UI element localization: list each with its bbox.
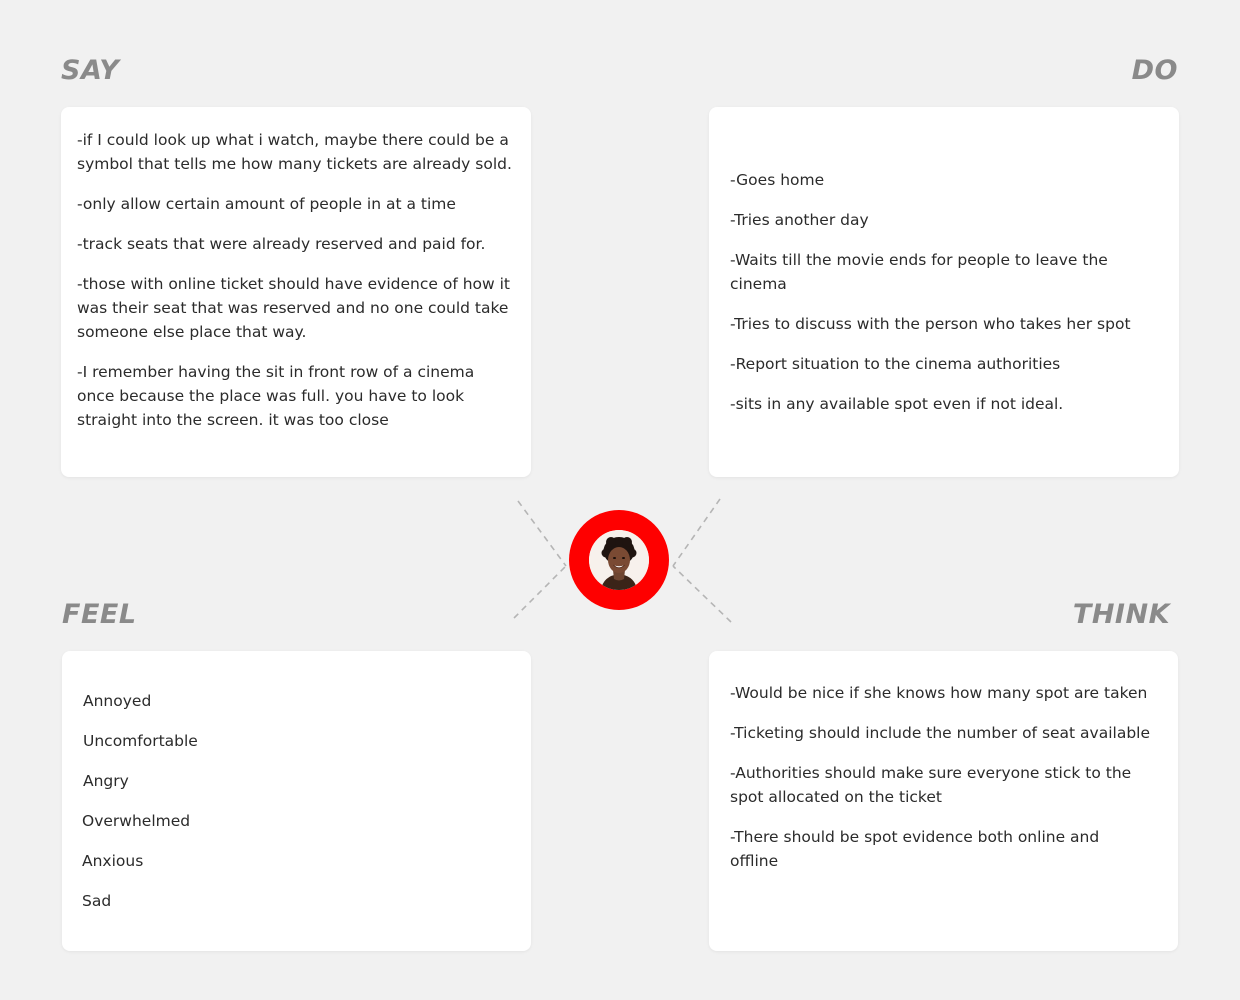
do-item: -Waits till the movie ends for people to… (730, 251, 1108, 293)
feel-item: Angry (83, 772, 129, 790)
feel-title: FEEL (62, 599, 137, 630)
portrait-drawing (589, 530, 649, 590)
connector-line-say (517, 500, 567, 567)
think-item: -Ticketing should include the number of … (730, 724, 1151, 742)
think-item: -Would be nice if she knows how many spo… (730, 684, 1148, 702)
say-title: SAY (61, 55, 120, 86)
do-item: -Tries another day (730, 211, 869, 229)
do-card: -Goes home -Tries another day -Waits til… (709, 107, 1179, 477)
avatar (569, 510, 669, 610)
do-list: -Goes home -Tries another day -Waits til… (730, 168, 1159, 416)
say-list: -if I could look up what i watch, maybe … (77, 128, 513, 432)
feel-item: Overwhelmed (82, 812, 191, 830)
feel-item: Uncomfortable (83, 732, 198, 750)
feel-item: Sad (82, 892, 112, 910)
do-item: -sits in any available spot even if not … (730, 395, 1064, 413)
think-title: THINK (1072, 599, 1170, 630)
feel-list: Annoyed Uncomfortable Angry Overwhelmed … (82, 689, 511, 913)
say-item: -if I could look up what i watch, maybe … (77, 131, 512, 173)
do-item: -Tries to discuss with the person who ta… (730, 315, 1131, 333)
feel-card: Annoyed Uncomfortable Angry Overwhelmed … (62, 651, 531, 951)
connector-line-think (672, 565, 732, 623)
do-item: -Goes home (730, 171, 825, 189)
feel-item: Anxious (82, 852, 144, 870)
think-item: -There should be spot evidence both onli… (730, 828, 1100, 870)
connector-line-do (672, 498, 721, 567)
say-item: -track seats that were already reserved … (77, 235, 486, 253)
say-item: -only allow certain amount of people in … (77, 195, 456, 213)
say-item: -I remember having the sit in front row … (77, 363, 475, 429)
connector-line-feel (513, 565, 567, 619)
think-card: -Would be nice if she knows how many spo… (709, 651, 1178, 951)
think-item: -Authorities should make sure everyone s… (730, 764, 1132, 806)
say-item: -those with online ticket should have ev… (77, 275, 511, 341)
think-list: -Would be nice if she knows how many spo… (730, 681, 1150, 873)
feel-item: Annoyed (83, 692, 152, 710)
do-title: DO (1131, 55, 1178, 86)
say-card: -if I could look up what i watch, maybe … (61, 107, 531, 477)
user-portrait-icon (589, 530, 649, 590)
do-item: -Report situation to the cinema authorit… (730, 355, 1061, 373)
